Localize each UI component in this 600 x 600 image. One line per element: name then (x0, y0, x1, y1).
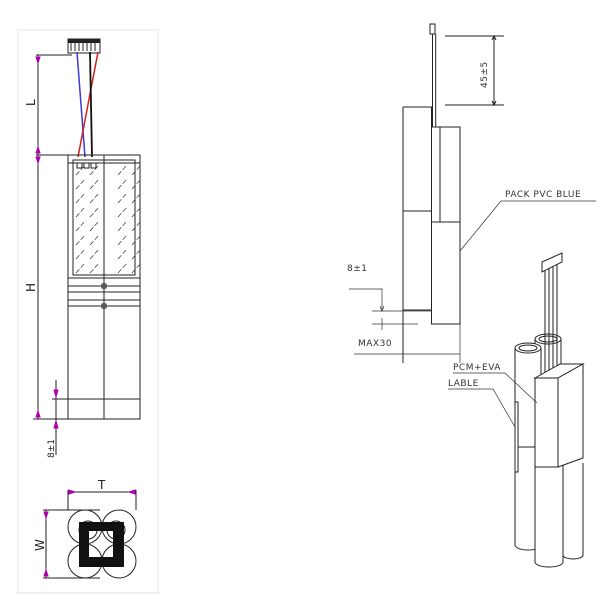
cross-section: T W (33, 478, 137, 579)
side-view: 45±5 PACK PVC BLUE 8±1 MAX30 (347, 23, 596, 363)
red-wire (77, 51, 99, 158)
blue-wire (76, 51, 86, 158)
callout-pcm-eva: PCM+EVA (453, 363, 501, 373)
front-view: L H 8±1 T W (24, 38, 142, 579)
black-wire (89, 51, 93, 158)
lead-tab (429, 23, 436, 35)
dim-L-label: L (24, 99, 38, 106)
dim-tab-label: 8±1 (47, 439, 57, 458)
dim-offset-label: 8±1 (347, 264, 368, 274)
callout-label: LABLE (448, 379, 479, 389)
pack-body (67, 154, 142, 420)
label-strip (514, 401, 519, 473)
dim-max-label: MAX30 (358, 339, 392, 349)
dim-T-label: T (97, 478, 106, 492)
dimension-tab-offset: 8±1 (47, 380, 68, 458)
connector (67, 38, 101, 54)
dim-H-label: H (24, 283, 38, 292)
front-view-panel (17, 29, 159, 594)
callout-pack-pvc: PACK PVC BLUE (505, 190, 581, 200)
dim-W-label: W (33, 539, 47, 551)
dim-lead-label: 45±5 (480, 61, 490, 88)
dimension-L: L H (24, 54, 72, 420)
iso-view: PCM+EVA LABLE (448, 252, 585, 568)
